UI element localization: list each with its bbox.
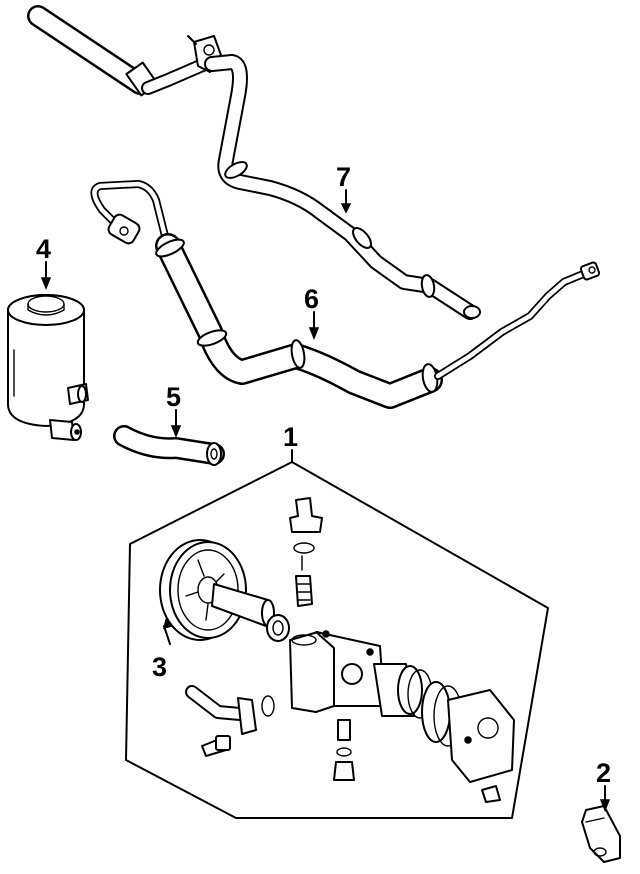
return-hose (27, 5, 481, 320)
pump-assembly (125, 461, 549, 819)
callout-label-2: 2 (596, 758, 611, 788)
callout-leaders (40, 189, 611, 813)
callout-label-4: 4 (36, 234, 51, 264)
pulley (159, 539, 290, 642)
pressure-hose (90, 180, 601, 409)
callout-label-6: 6 (304, 284, 319, 314)
suction-hose (113, 425, 225, 466)
reservoir (7, 294, 89, 441)
callout-label-3: 3 (152, 652, 167, 682)
callout-label-5: 5 (166, 382, 181, 412)
callout-label-7: 7 (336, 162, 351, 192)
bracket (581, 805, 621, 863)
callout-label-1: 1 (283, 422, 298, 452)
